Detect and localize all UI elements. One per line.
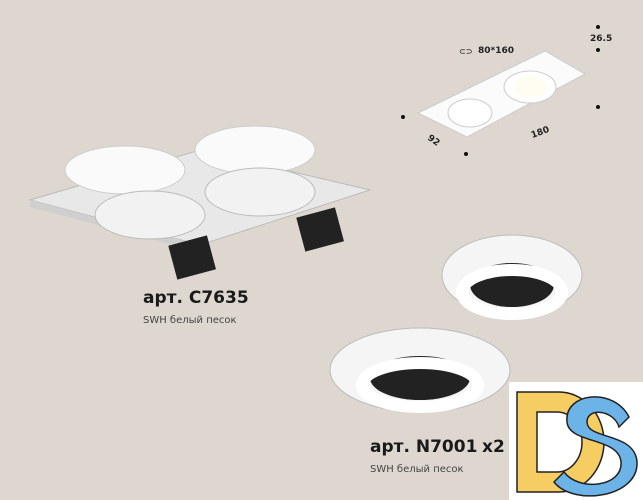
insert-quantity: x2 bbox=[482, 437, 505, 457]
frame-article: арт. C7635 bbox=[143, 288, 249, 308]
assembled-preview bbox=[401, 25, 600, 156]
dim-height: 26.5 bbox=[590, 34, 613, 44]
frame-finish: SWH белый песок bbox=[143, 315, 237, 326]
cutout-icon: ⊂⊃ bbox=[459, 47, 473, 56]
insert-article: арт. N7001 bbox=[370, 437, 478, 457]
dim-cutout: 80*160 bbox=[478, 46, 515, 56]
insert-n7001-lower bbox=[329, 327, 511, 413]
ds-logo bbox=[509, 382, 643, 500]
insert-finish: SWH белый песок bbox=[370, 464, 464, 475]
frame-c7635 bbox=[28, 125, 372, 280]
insert-n7001-upper bbox=[441, 234, 583, 320]
